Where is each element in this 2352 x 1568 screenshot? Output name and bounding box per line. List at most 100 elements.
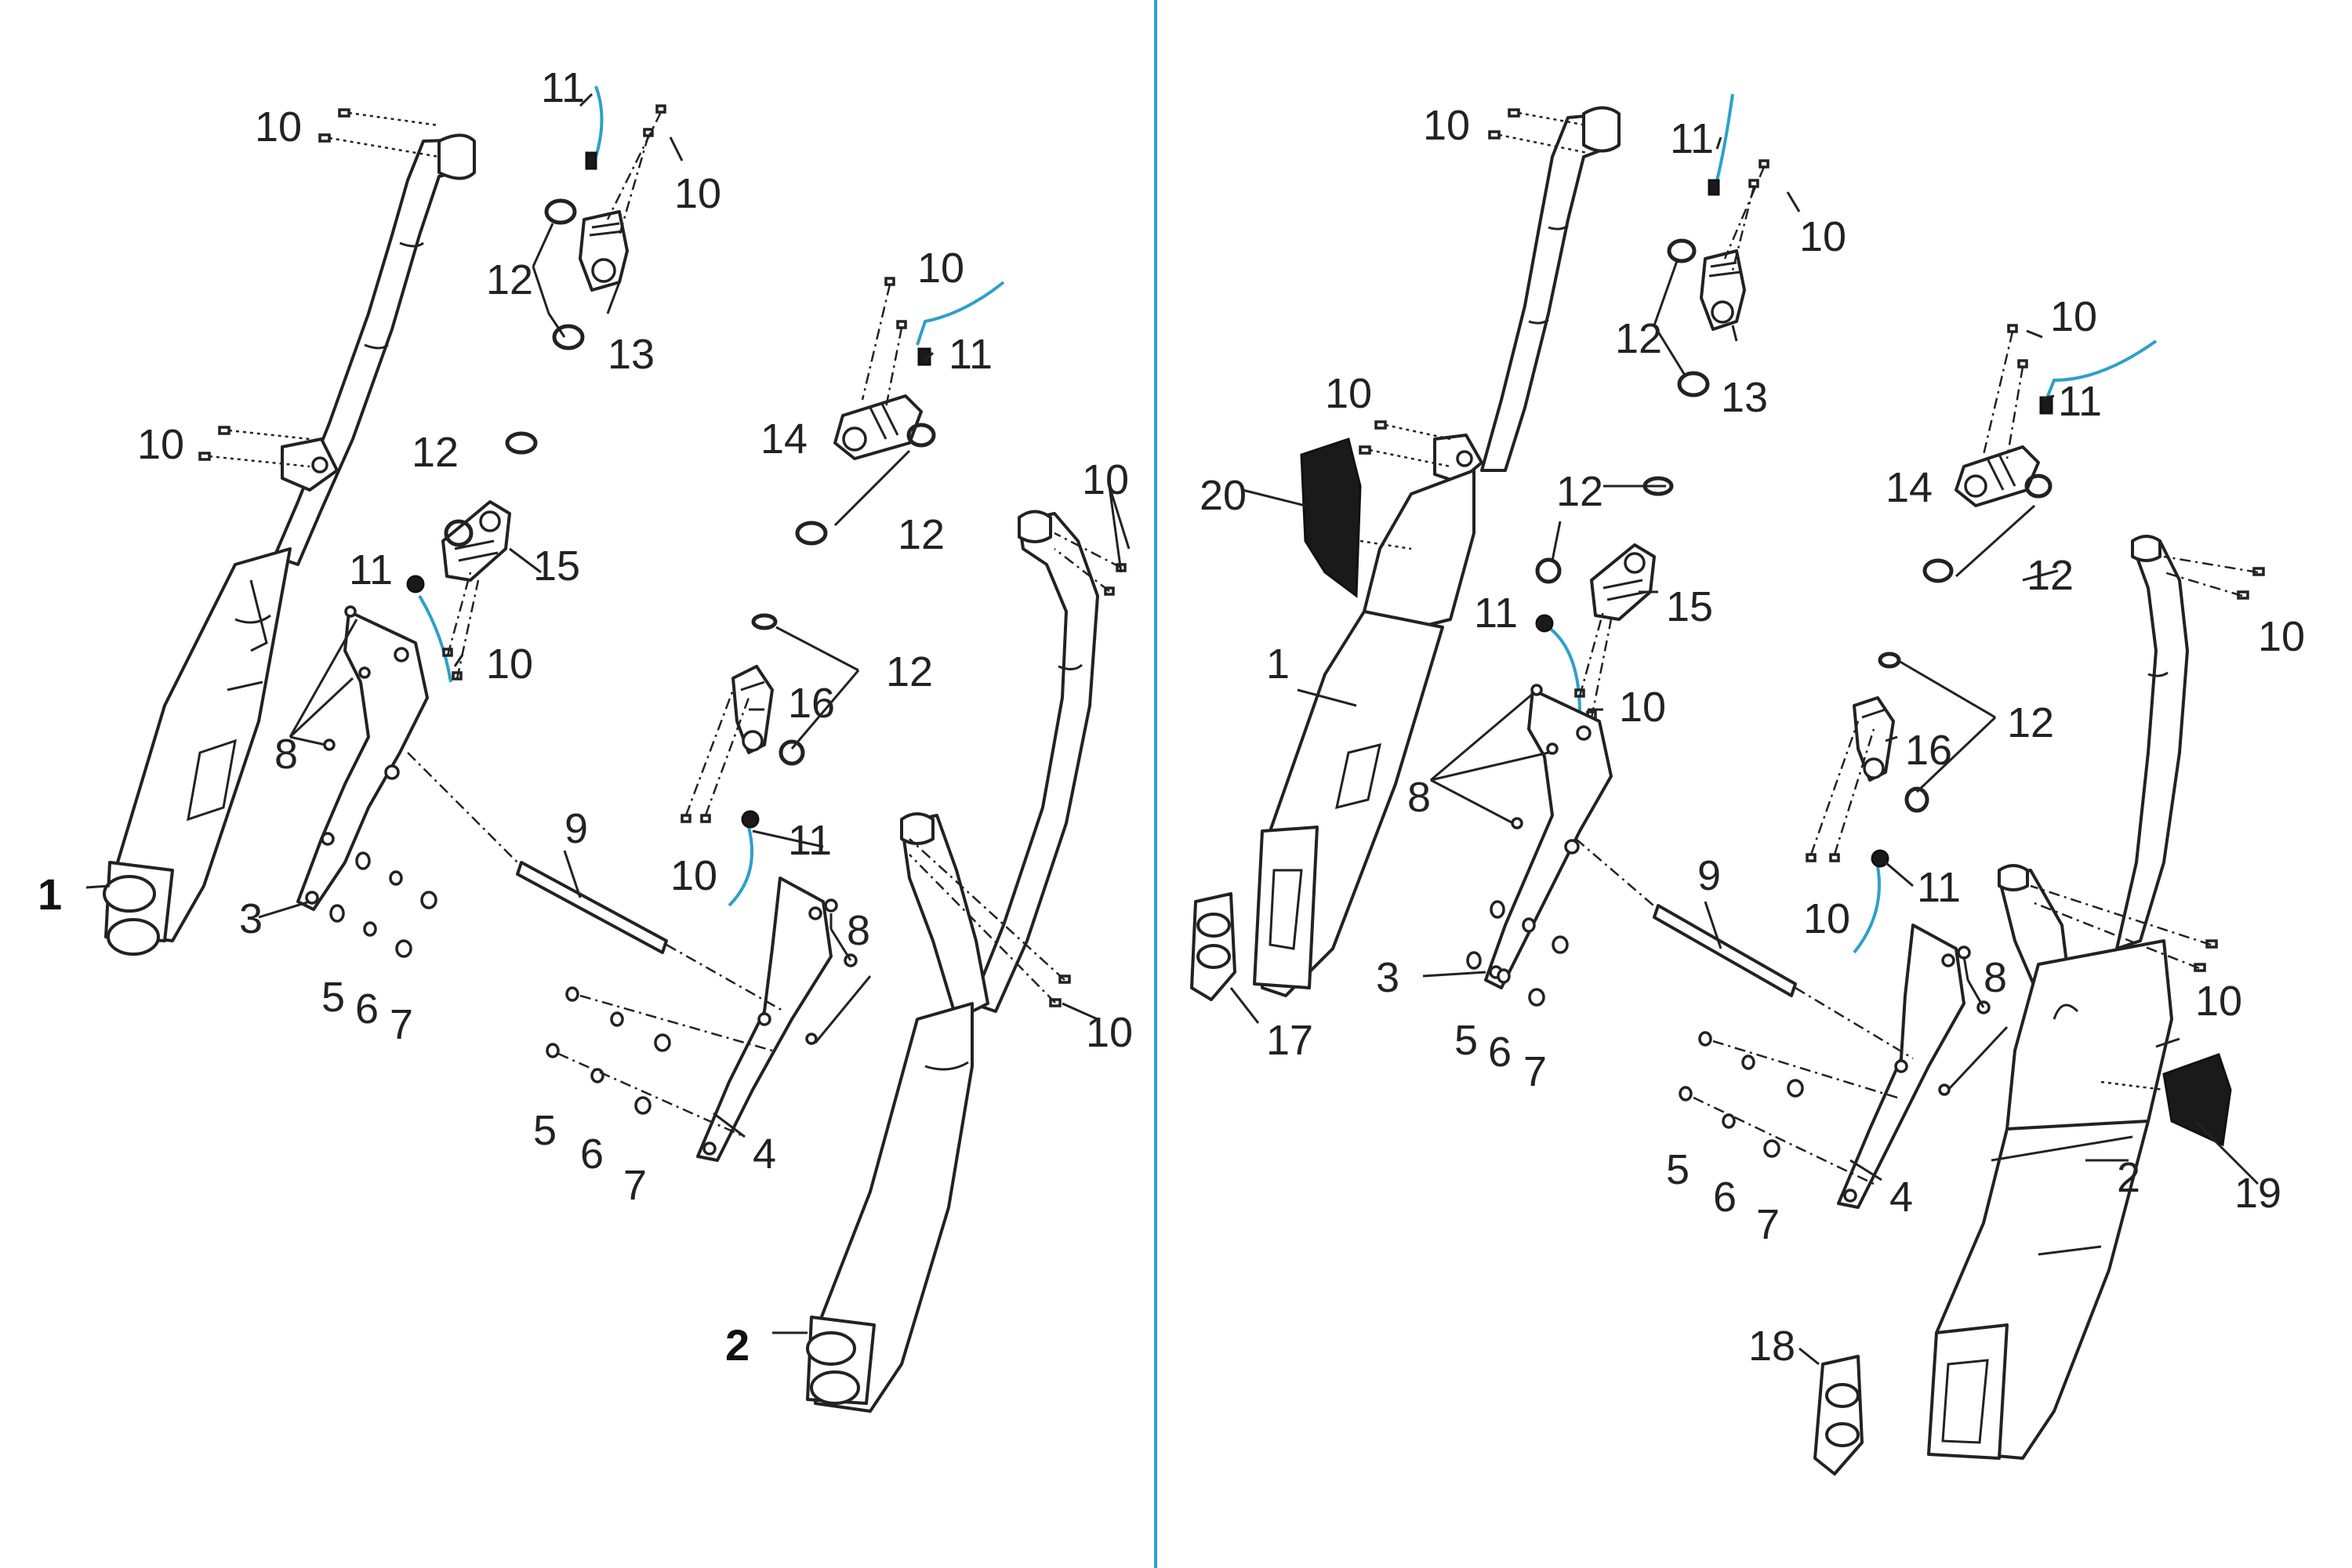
right-exhaust-pipe-2 xyxy=(1927,535,2189,1460)
heat-shield-20 xyxy=(1300,437,1362,598)
callout-label: 10 xyxy=(1082,456,1129,503)
assembly-label-2: 2 xyxy=(725,1320,750,1370)
right-leaders xyxy=(1229,136,2259,1366)
callout-label: 6 xyxy=(1488,1029,1512,1076)
right-sensor-wire xyxy=(1715,93,1734,181)
callout-label: 4 xyxy=(1889,1174,1913,1221)
callout-label: 12 xyxy=(486,256,533,303)
left-sensor-wire xyxy=(594,85,604,158)
left-leaders xyxy=(85,93,1131,1334)
callout-label: 13 xyxy=(1721,374,1768,421)
right-bracket-4 xyxy=(1837,924,1965,1209)
left-o2-sensor xyxy=(406,575,425,593)
callout-label: 12 xyxy=(886,648,933,695)
callout-label: 6 xyxy=(580,1131,604,1178)
callout-label: 8 xyxy=(1407,774,1431,821)
callout-label: 10 xyxy=(1803,895,1850,942)
callout-label: 10 xyxy=(1799,213,1846,260)
right-gasket-ring xyxy=(1878,652,1901,669)
callout-label: 8 xyxy=(847,907,870,954)
callout-label: 11 xyxy=(349,546,393,593)
callout-label: 10 xyxy=(2195,978,2242,1025)
left-bracket-3 xyxy=(296,610,429,911)
heat-shield-19 xyxy=(2162,1053,2232,1147)
right-rod-9 xyxy=(1653,904,1797,997)
right-sensor-housing-16 xyxy=(1853,696,1895,782)
left-gasket-ring xyxy=(505,431,538,455)
callout-label: 10 xyxy=(2050,293,2097,340)
callout-label: 3 xyxy=(1376,954,1399,1001)
left-sensor-wire xyxy=(418,594,452,683)
callout-label: 11 xyxy=(788,817,832,864)
callout-label: 16 xyxy=(788,680,835,727)
left-callout-labels: 10 11 10 12 13 10 11 14 12 10 12 10 11 1… xyxy=(38,64,1133,1370)
right-sensor-wire xyxy=(1853,866,1881,954)
right-gasket-ring xyxy=(2024,474,2053,499)
callout-label: 10 xyxy=(486,641,533,688)
callout-label: 10 xyxy=(1086,1009,1133,1056)
callout-label: 10 xyxy=(137,421,184,468)
callout-label: 15 xyxy=(1666,583,1713,630)
callout-label: 8 xyxy=(274,731,298,778)
left-sensor-housing-15 xyxy=(441,500,511,582)
left-o2-sensor xyxy=(741,810,760,829)
right-bracket-3 xyxy=(1484,688,1613,989)
callout-label: 14 xyxy=(1886,464,1933,511)
left-exhaust-pipe-2 xyxy=(806,510,1099,1413)
callout-label: 2 xyxy=(2117,1154,2140,1201)
callout-label: 11 xyxy=(949,331,993,378)
left-exhaust-pipe-1 xyxy=(103,133,476,956)
callout-label: 10 xyxy=(2258,613,2305,660)
left-sensor-wire xyxy=(916,281,1005,346)
callout-label: 12 xyxy=(1615,315,1662,362)
left-gasket-ring xyxy=(751,613,778,630)
callout-label: 20 xyxy=(1200,472,1247,519)
right-sensor-housing-13 xyxy=(1700,249,1746,331)
callout-label: 4 xyxy=(753,1131,776,1178)
callout-label: 3 xyxy=(239,895,263,942)
end-cap-18 xyxy=(1813,1355,1864,1475)
callout-label: 5 xyxy=(321,974,345,1021)
right-gasket-ring xyxy=(1667,238,1697,263)
callout-label: 18 xyxy=(1748,1323,1795,1370)
left-sensor-wire xyxy=(728,826,754,907)
callout-label: 13 xyxy=(608,331,655,378)
right-gasket-ring xyxy=(1904,786,1929,813)
callout-label: 10 xyxy=(670,852,717,899)
left-hardware-5-6-7 xyxy=(329,851,671,1115)
callout-label: 12 xyxy=(2007,699,2054,746)
right-callout-labels: 10 11 10 12 13 10 11 14 12 10 12 10 20 1… xyxy=(1200,102,2305,1370)
callout-label: 11 xyxy=(1474,590,1518,637)
right-gasket-ring xyxy=(1535,557,1562,584)
callout-label: 6 xyxy=(355,985,379,1033)
callout-label: 12 xyxy=(412,429,459,476)
callout-label: 7 xyxy=(623,1162,647,1209)
callout-label: 15 xyxy=(533,543,580,590)
callout-label: 7 xyxy=(1756,1201,1780,1248)
callout-label: 10 xyxy=(917,245,964,292)
callout-label: 12 xyxy=(898,511,945,558)
right-gasket-ring xyxy=(1922,558,1954,583)
right-sensor-wire xyxy=(2045,339,2158,401)
right-hardware-5-6-7 xyxy=(1466,900,1804,1158)
callout-label: 11 xyxy=(1917,864,1961,911)
callout-label: 9 xyxy=(1697,852,1721,899)
callout-label: 5 xyxy=(1454,1017,1478,1064)
callout-label: 10 xyxy=(255,103,302,151)
callout-label: 1 xyxy=(1266,641,1290,688)
callout-label: 11 xyxy=(1670,115,1714,162)
left-gasket-ring xyxy=(779,739,805,766)
callout-label: 11 xyxy=(2058,378,2102,425)
right-o2-sensor xyxy=(1871,849,1889,868)
callout-label: 12 xyxy=(2027,552,2074,599)
callout-label: 10 xyxy=(1423,102,1470,149)
callout-label: 14 xyxy=(760,416,808,463)
callout-label: 5 xyxy=(1666,1146,1690,1193)
callout-label: 7 xyxy=(390,1001,413,1048)
callout-label: 16 xyxy=(1905,727,1952,774)
callout-label: 6 xyxy=(1713,1174,1737,1221)
end-cap-17 xyxy=(1190,892,1236,1001)
left-gasket-ring xyxy=(906,423,936,448)
left-bracket-4 xyxy=(696,877,833,1162)
